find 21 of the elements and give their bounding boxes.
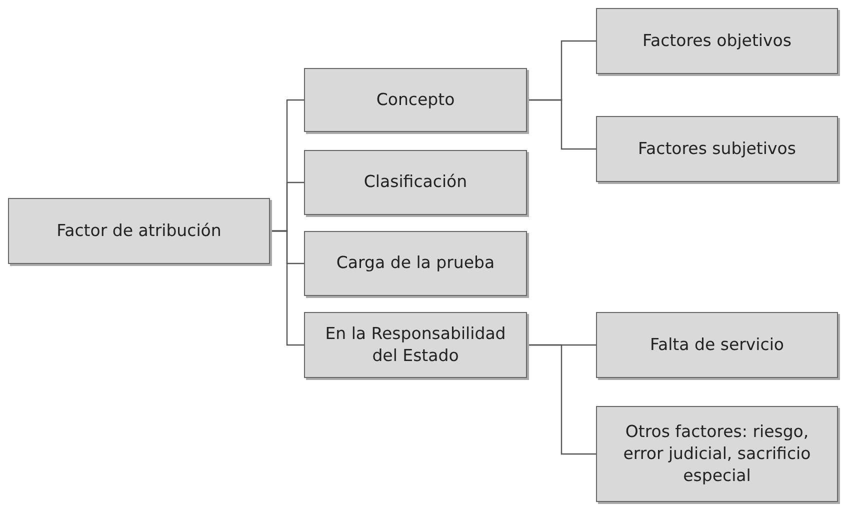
box-label: Concepto <box>376 88 455 111</box>
topic-box <box>596 406 838 502</box>
topic-box <box>304 68 527 132</box>
connector-line <box>527 344 596 455</box>
connector-line <box>270 230 304 346</box>
connector-line <box>527 99 596 150</box>
topic-box <box>596 312 838 378</box>
box-label: Falta de servicio <box>650 334 784 356</box>
box-label: Factores subjetivos <box>638 138 796 160</box>
topic-box <box>304 231 527 296</box>
box-label: Factores objetivos <box>642 30 792 52</box>
topic-box <box>304 150 527 215</box>
topic-box <box>8 198 270 264</box>
box-label: Factor de atribución <box>56 220 222 242</box>
box-label: En la Responsabilidad del Estado <box>324 322 507 367</box>
topic-box <box>596 8 838 74</box>
topic-box <box>304 312 527 378</box>
topic-box <box>596 116 838 182</box>
box-label: Carga de la prueba <box>336 252 495 274</box>
box-label: Otros factores: riesgo, error judicial, sacrificio especial <box>622 420 812 488</box>
box-label: Clasificación <box>364 171 468 194</box>
